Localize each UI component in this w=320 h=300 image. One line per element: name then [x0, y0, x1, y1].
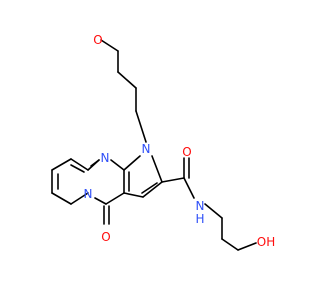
- bond: [105, 192, 125, 205]
- pyrrole-nitrogen-label: N: [142, 142, 151, 156]
- methoxy-oxygen-label: O: [93, 33, 102, 47]
- bond: [70, 158, 89, 171]
- bond: [123, 192, 144, 198]
- bond: [161, 177, 185, 183]
- bond: [51, 192, 72, 205]
- bond: [221, 238, 239, 251]
- bond-layer: [51, 39, 257, 251]
- bond: [135, 110, 147, 143]
- bond: [204, 203, 223, 219]
- ring-carbonyl-oxygen-label: O: [101, 230, 110, 244]
- amide-hydrogen-label: H: [195, 212, 204, 226]
- molecule-diagram: O N N N O O N H OH: [51, 33, 276, 251]
- bond: [94, 197, 107, 205]
- atom-layer: O N N N O O N H OH: [84, 33, 276, 249]
- hydroxyl-label: OH: [257, 235, 275, 249]
- bond: [237, 242, 257, 251]
- bond: [100, 39, 119, 52]
- bond: [123, 155, 141, 171]
- bond: [141, 182, 158, 194]
- bond: [142, 181, 163, 198]
- amide-oxygen-label: O: [182, 145, 191, 159]
- bond: [90, 159, 100, 167]
- amide-nitrogen-label: N: [196, 199, 205, 213]
- bridgehead-nitrogen-label: N: [84, 187, 93, 201]
- bond: [183, 177, 195, 199]
- bond: [51, 158, 72, 171]
- bond: [110, 159, 125, 171]
- bond: [70, 164, 85, 173]
- bond: [151, 155, 163, 183]
- bond: [117, 71, 137, 89]
- structure-svg: O N N N O O N H OH: [51, 33, 276, 251]
- pyrimidine-nitrogen-label: N: [101, 151, 110, 165]
- bond: [70, 192, 89, 205]
